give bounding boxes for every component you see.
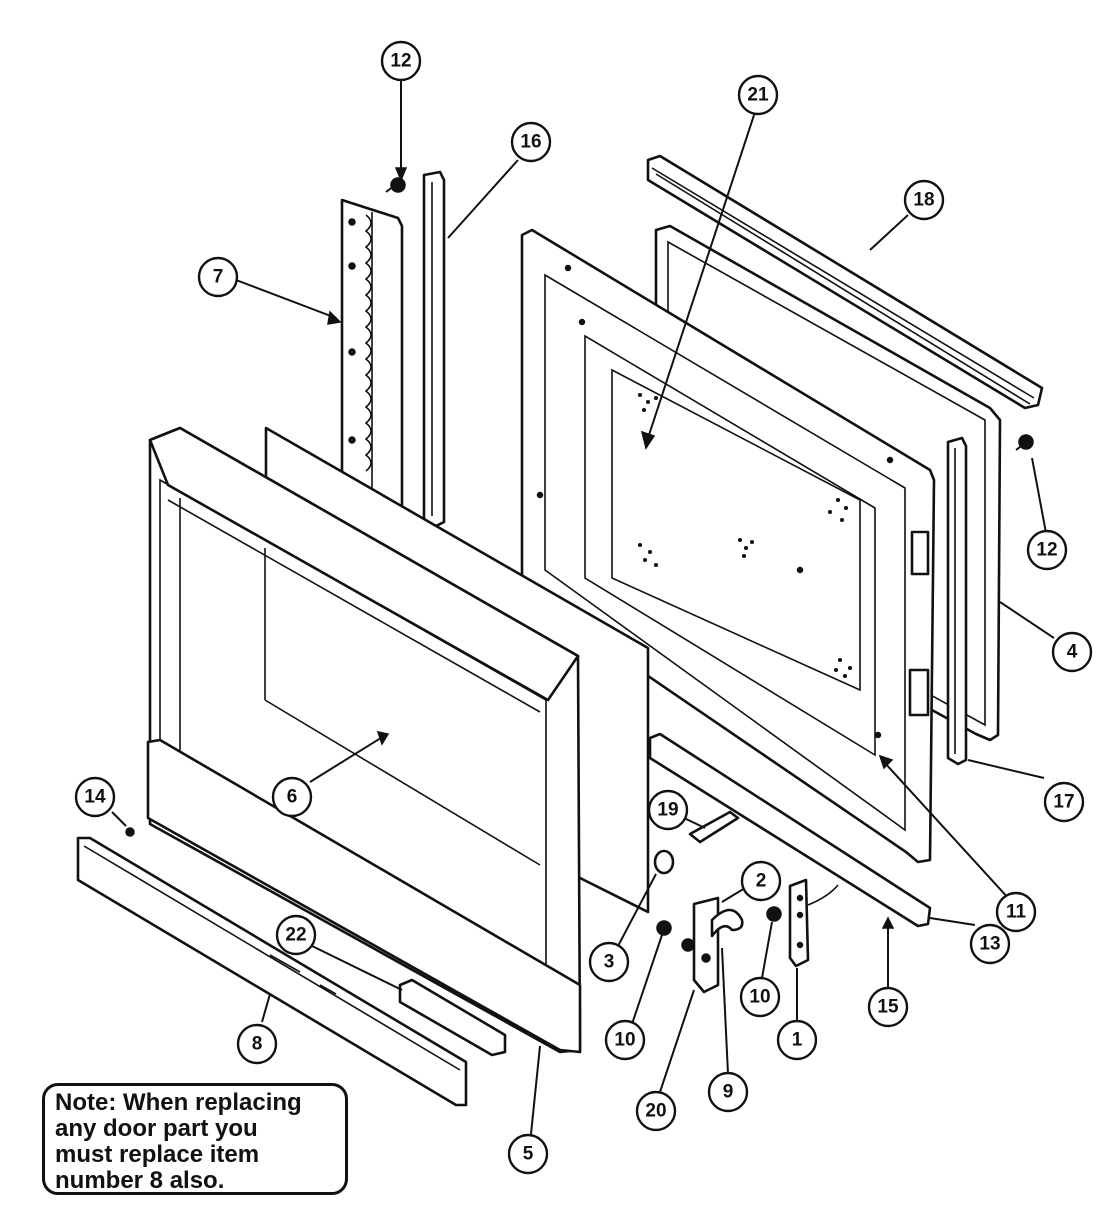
callout-7: 7 [197, 256, 239, 298]
callout-18-label: 18 [913, 190, 934, 211]
part-16-left-side-strip [422, 170, 446, 528]
callout-16: 16 [510, 121, 552, 163]
callout-17-label: 17 [1053, 792, 1074, 813]
part-19-pin [688, 810, 740, 844]
callout-1: 1 [776, 1019, 818, 1061]
part-6-outer-door [146, 426, 582, 1054]
callout-13: 13 [969, 923, 1011, 965]
callout-12-right-label: 12 [1036, 540, 1057, 561]
callout-8-label: 8 [252, 1034, 263, 1055]
part-11-inner-door-panel [520, 228, 936, 864]
part-14-screw [125, 827, 135, 837]
callout-9: 9 [707, 1071, 749, 1113]
callout-16-label: 16 [520, 132, 541, 153]
callout-14: 14 [74, 776, 116, 818]
callout-18: 18 [903, 179, 945, 221]
replacement-note-box: Note: When replacing any door part you m… [42, 1083, 348, 1195]
callout-11-label: 11 [1006, 902, 1027, 923]
callout-2-label: 2 [756, 871, 767, 892]
callout-1-label: 1 [792, 1030, 803, 1051]
callout-12-right: 12 [1026, 529, 1068, 571]
callout-22: 22 [275, 914, 317, 956]
part-12-right-screw [1015, 434, 1034, 451]
callout-21: 21 [737, 74, 779, 116]
part-10-nuts [656, 906, 782, 936]
callout-8: 8 [236, 1023, 278, 1065]
part-8-bottom-trim [76, 836, 468, 1107]
callout-10-right-label: 10 [749, 987, 770, 1008]
callout-21-label: 21 [747, 85, 769, 106]
callout-19: 19 [647, 789, 689, 831]
hinge-chain [364, 214, 372, 472]
callout-12-top-label: 12 [390, 51, 411, 72]
callout-6: 6 [271, 776, 313, 818]
callout-15-label: 15 [877, 997, 899, 1018]
glass-stipple [637, 392, 853, 679]
part-2-hinge-bracket [681, 896, 744, 994]
part-22-handle-block [398, 978, 507, 1057]
part-7-hinge-channel [340, 198, 404, 514]
callout-20-label: 20 [645, 1101, 666, 1122]
callout-13-label: 13 [979, 934, 1000, 955]
replacement-note-text: Note: When replacing any door part you m… [55, 1089, 302, 1194]
callout-12-top: 12 [380, 40, 422, 82]
callout-11: 11 [995, 891, 1037, 933]
callout-7-label: 7 [213, 267, 224, 288]
part-18-top-trim [646, 154, 1044, 410]
callout-20: 20 [635, 1090, 677, 1132]
callout-10-left-label: 10 [614, 1030, 635, 1051]
callout-4: 4 [1051, 631, 1093, 673]
leader-lines [111, 78, 1055, 1135]
callout-5: 5 [507, 1133, 549, 1175]
part-17-right-side-strip [946, 436, 968, 766]
callout-15: 15 [867, 986, 909, 1028]
callout-6-label: 6 [287, 787, 298, 808]
callout-10-right: 10 [739, 976, 781, 1018]
callout-3-label: 3 [604, 952, 615, 973]
callout-19-label: 19 [657, 800, 678, 821]
callout-4-label: 4 [1067, 642, 1078, 663]
part-15-hinge-bar [648, 732, 932, 928]
callout-2: 2 [740, 860, 782, 902]
callout-22-label: 22 [285, 925, 306, 946]
part-12-top-screw [385, 177, 406, 193]
callout-9-label: 9 [723, 1082, 734, 1103]
callouts: 12 16 21 18 7 12 4 6 [74, 40, 1093, 1175]
part-3-bumper [653, 849, 675, 875]
callout-10-left: 10 [604, 1019, 646, 1061]
callout-17: 17 [1043, 781, 1085, 823]
callout-14-label: 14 [84, 787, 106, 808]
callout-5-label: 5 [523, 1144, 534, 1165]
callout-3: 3 [588, 941, 630, 983]
part-1-hinge-plate [788, 878, 839, 968]
